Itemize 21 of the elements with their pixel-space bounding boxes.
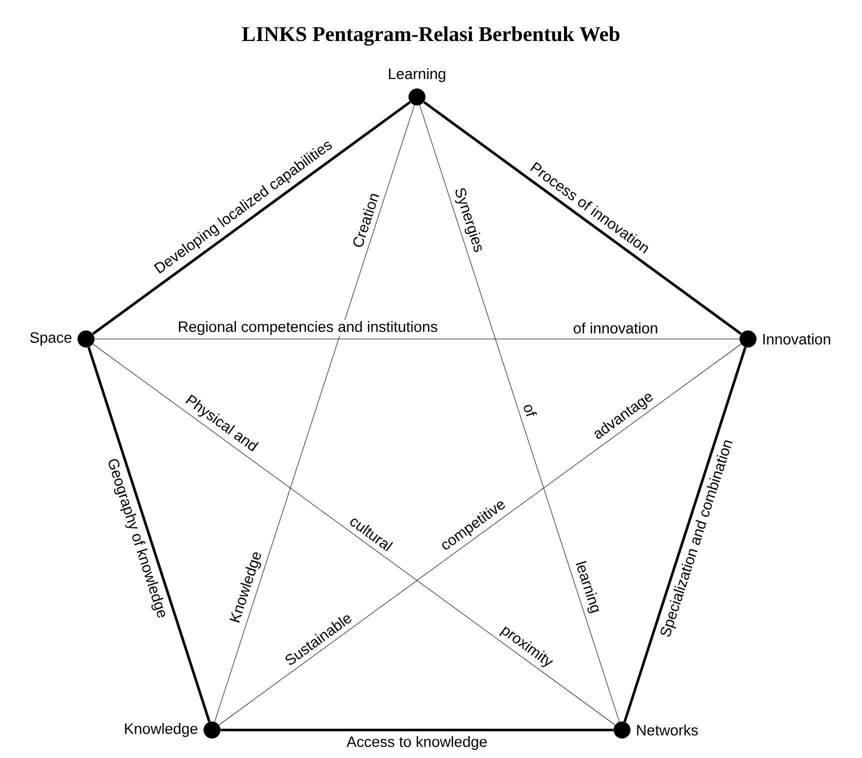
title: LINKS Pentagram-Relasi Berbentuk Web: [242, 26, 620, 46]
connector-line: [623, 346, 747, 722]
node-label: Innovation: [763, 334, 830, 344]
connector-line: [87, 346, 211, 722]
line-label: learning: [571, 558, 604, 616]
node-label: Networks: [637, 724, 698, 736]
connector-line: [220, 728, 614, 732]
connector-line: [218, 344, 742, 726]
connector-line: [419, 105, 620, 722]
line-label: of innovation: [572, 322, 660, 334]
connector-line: [94, 338, 740, 340]
line-label: Regional competencies and institutions: [176, 320, 439, 336]
node-label: Space: [30, 332, 72, 346]
node-label: Knowledge: [125, 723, 198, 737]
connector-line: [214, 105, 415, 722]
edge-label: Access to knowledge: [346, 735, 488, 751]
connector-line: [423, 101, 742, 335]
connector-line: [92, 344, 616, 726]
line-label: of: [522, 401, 538, 419]
connector-line: [92, 101, 411, 335]
node-label: Learning: [389, 68, 446, 82]
